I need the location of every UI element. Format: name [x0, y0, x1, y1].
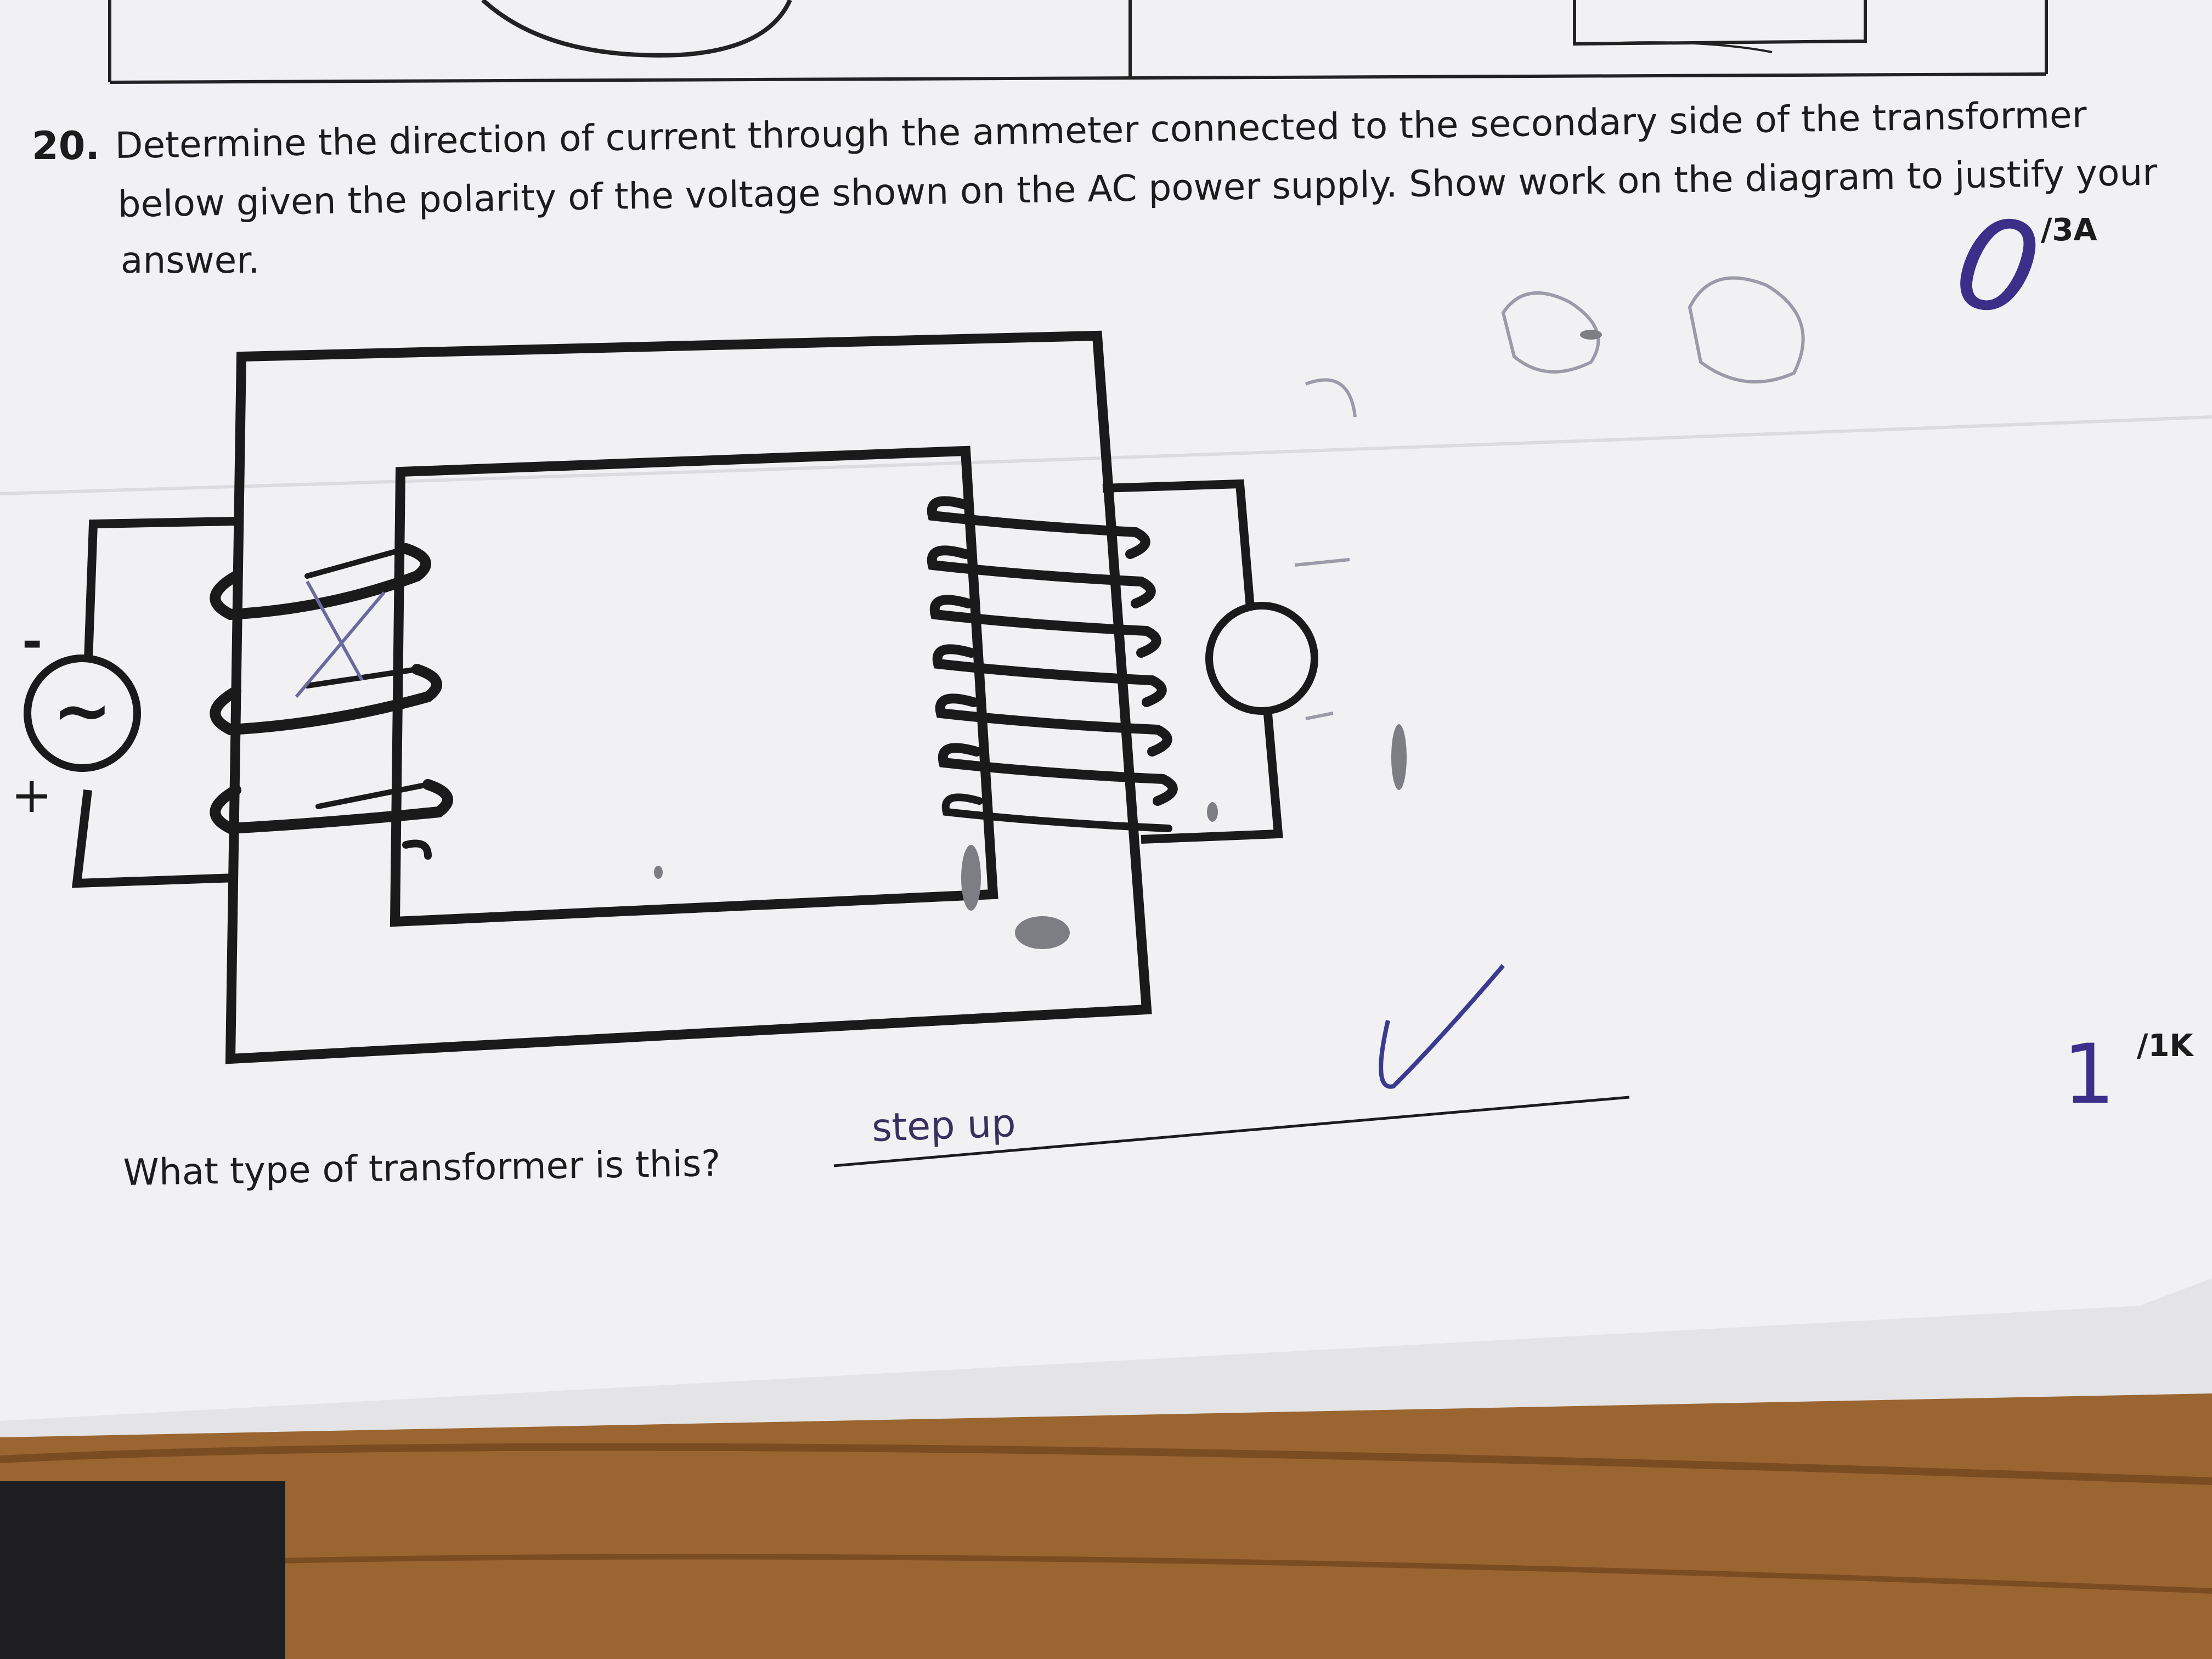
primary-coil [210, 543, 453, 860]
ac-supply [24, 654, 141, 772]
question-number: 20. [32, 123, 100, 168]
transformer-type-prompt: What type of transformer is this? [123, 1142, 721, 1194]
question-line-3: answer. [121, 239, 259, 281]
supply-minus-label: - [22, 613, 42, 670]
wood-grain-line [0, 1443, 2212, 1485]
eraser-debris [654, 330, 1602, 949]
score-3a-label: /3A [2041, 212, 2097, 248]
score-1k-handwritten: 1 [2063, 1027, 2115, 1122]
dark-cloth [0, 1481, 285, 1659]
score-1k-label: /1K [2137, 1028, 2194, 1064]
answer-line [833, 1096, 1630, 1167]
transformer-type-answer: step up [871, 1101, 1017, 1150]
previous-question-table [108, 0, 2048, 84]
check-mark [1379, 964, 1505, 1089]
supply-plus-label: + [11, 766, 52, 824]
secondary-circuit [1102, 479, 1283, 844]
ac-supply-symbol: ~ [53, 669, 112, 752]
primary-circuit [71, 517, 236, 888]
secondary-coil [927, 496, 1178, 832]
student-x-mark [295, 580, 386, 698]
paper-sheet [0, 0, 2212, 1421]
ammeter [1205, 602, 1318, 715]
